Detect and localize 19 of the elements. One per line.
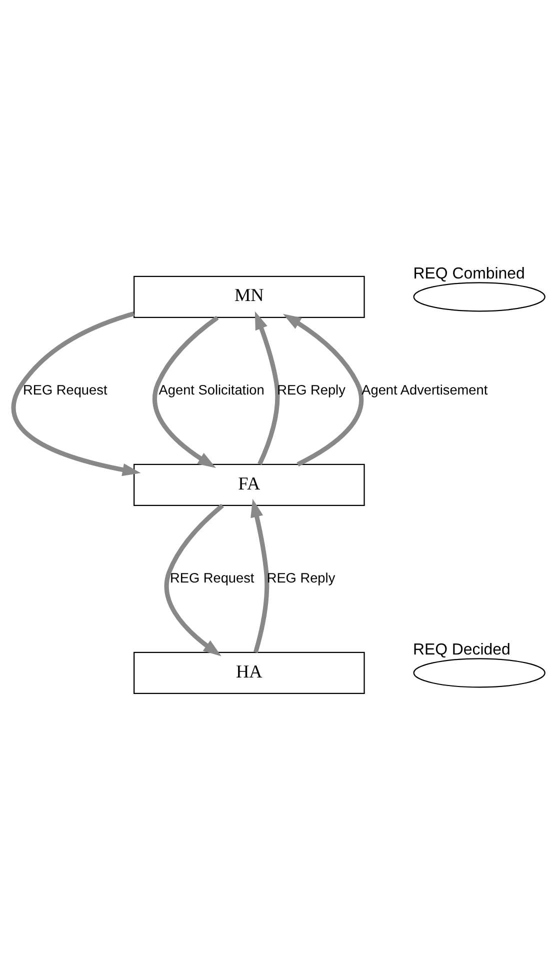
arrow (164, 504, 224, 656)
node-label: REQ Combined (413, 265, 525, 282)
arrow (254, 311, 280, 466)
arrow (152, 316, 219, 468)
edge-label: REG Request (23, 382, 108, 398)
node-ellipse (413, 658, 546, 688)
arrow (11, 311, 141, 476)
node-ellipse (413, 282, 546, 312)
edge-label: REG Reply (266, 570, 336, 586)
edge-label: Agent Solicitation (158, 382, 264, 398)
node-box: HA (134, 652, 365, 694)
edge-label: REG Request (170, 570, 254, 586)
edge-label: REG Reply (277, 382, 346, 398)
node-label: REQ Decided (412, 641, 510, 658)
node-box: FA (134, 464, 365, 506)
edge-label: Agent Advertisement (362, 382, 488, 398)
node-box: MN (134, 276, 365, 318)
arrow (282, 314, 364, 466)
arrow (250, 498, 270, 653)
